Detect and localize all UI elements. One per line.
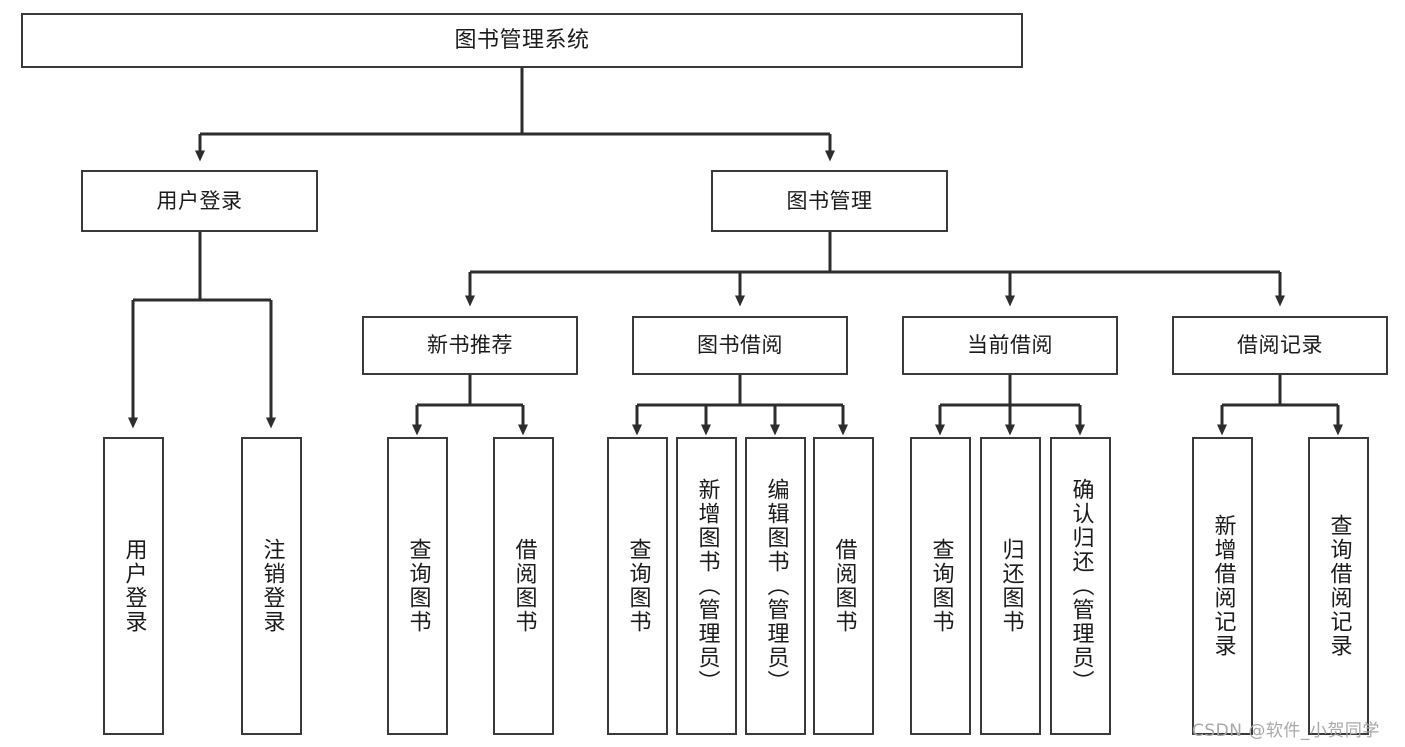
node-current-borrow[interactable]: 当前借阅 <box>902 316 1118 375</box>
leaf-currentborrow-return-book[interactable]: 归还图书 <box>980 437 1041 735</box>
watermark-text: CSDN @软件_小贺同学 <box>1192 721 1380 741</box>
leaf-borrowrecord-query-record[interactable]: 查询借阅记录 <box>1308 437 1369 735</box>
node-label: 借阅图书 <box>831 538 857 634</box>
node-label: 借阅记录 <box>1237 333 1323 357</box>
node-borrow-record[interactable]: 借阅记录 <box>1172 316 1388 375</box>
node-label: 当前借阅 <box>967 333 1053 357</box>
leaf-newbook-borrow-book[interactable]: 借阅图书 <box>493 437 554 735</box>
leaf-currentborrow-confirm-return-admin[interactable]: 确认归还（管理员） <box>1050 437 1111 735</box>
node-label: 用户登录 <box>156 188 243 213</box>
node-label: 查询图书 <box>405 538 431 634</box>
node-book-management[interactable]: 图书管理 <box>711 170 948 232</box>
leaf-bookborrow-edit-book-admin[interactable]: 编辑图书（管理员） <box>745 437 806 735</box>
leaf-currentborrow-query-book[interactable]: 查询图书 <box>910 437 971 735</box>
node-label: 用户登录 <box>121 538 147 634</box>
node-user-login[interactable]: 用户登录 <box>81 170 318 232</box>
node-label: 编辑图书（管理员） <box>763 478 789 694</box>
node-label: 新增借阅记录 <box>1210 514 1236 658</box>
node-label: 查询借阅记录 <box>1326 514 1352 658</box>
node-book-borrow[interactable]: 图书借阅 <box>632 316 848 375</box>
leaf-borrowrecord-add-record[interactable]: 新增借阅记录 <box>1192 437 1253 735</box>
node-label: 新增图书（管理员） <box>694 478 720 694</box>
node-label: 注销登录 <box>259 538 285 634</box>
node-new-book-recommend[interactable]: 新书推荐 <box>362 316 578 375</box>
node-label: 确认归还（管理员） <box>1068 478 1094 694</box>
leaf-bookborrow-borrow-book[interactable]: 借阅图书 <box>813 437 874 735</box>
leaf-bookborrow-add-book-admin[interactable]: 新增图书（管理员） <box>676 437 737 735</box>
node-label: 图书借阅 <box>697 333 783 357</box>
leaf-newbook-query-book[interactable]: 查询图书 <box>387 437 448 735</box>
node-label: 图书管理系统 <box>454 27 590 53</box>
node-label: 借阅图书 <box>511 538 537 634</box>
node-label: 图书管理 <box>786 188 873 213</box>
node-label: 查询图书 <box>625 538 651 634</box>
leaf-user-login-signout[interactable]: 注销登录 <box>241 437 302 735</box>
node-label: 查询图书 <box>928 538 954 634</box>
node-label: 归还图书 <box>998 538 1024 634</box>
node-root-system[interactable]: 图书管理系统 <box>21 13 1023 68</box>
leaf-user-login-signin[interactable]: 用户登录 <box>103 437 164 735</box>
leaf-bookborrow-query-book[interactable]: 查询图书 <box>607 437 668 735</box>
node-label: 新书推荐 <box>427 333 513 357</box>
